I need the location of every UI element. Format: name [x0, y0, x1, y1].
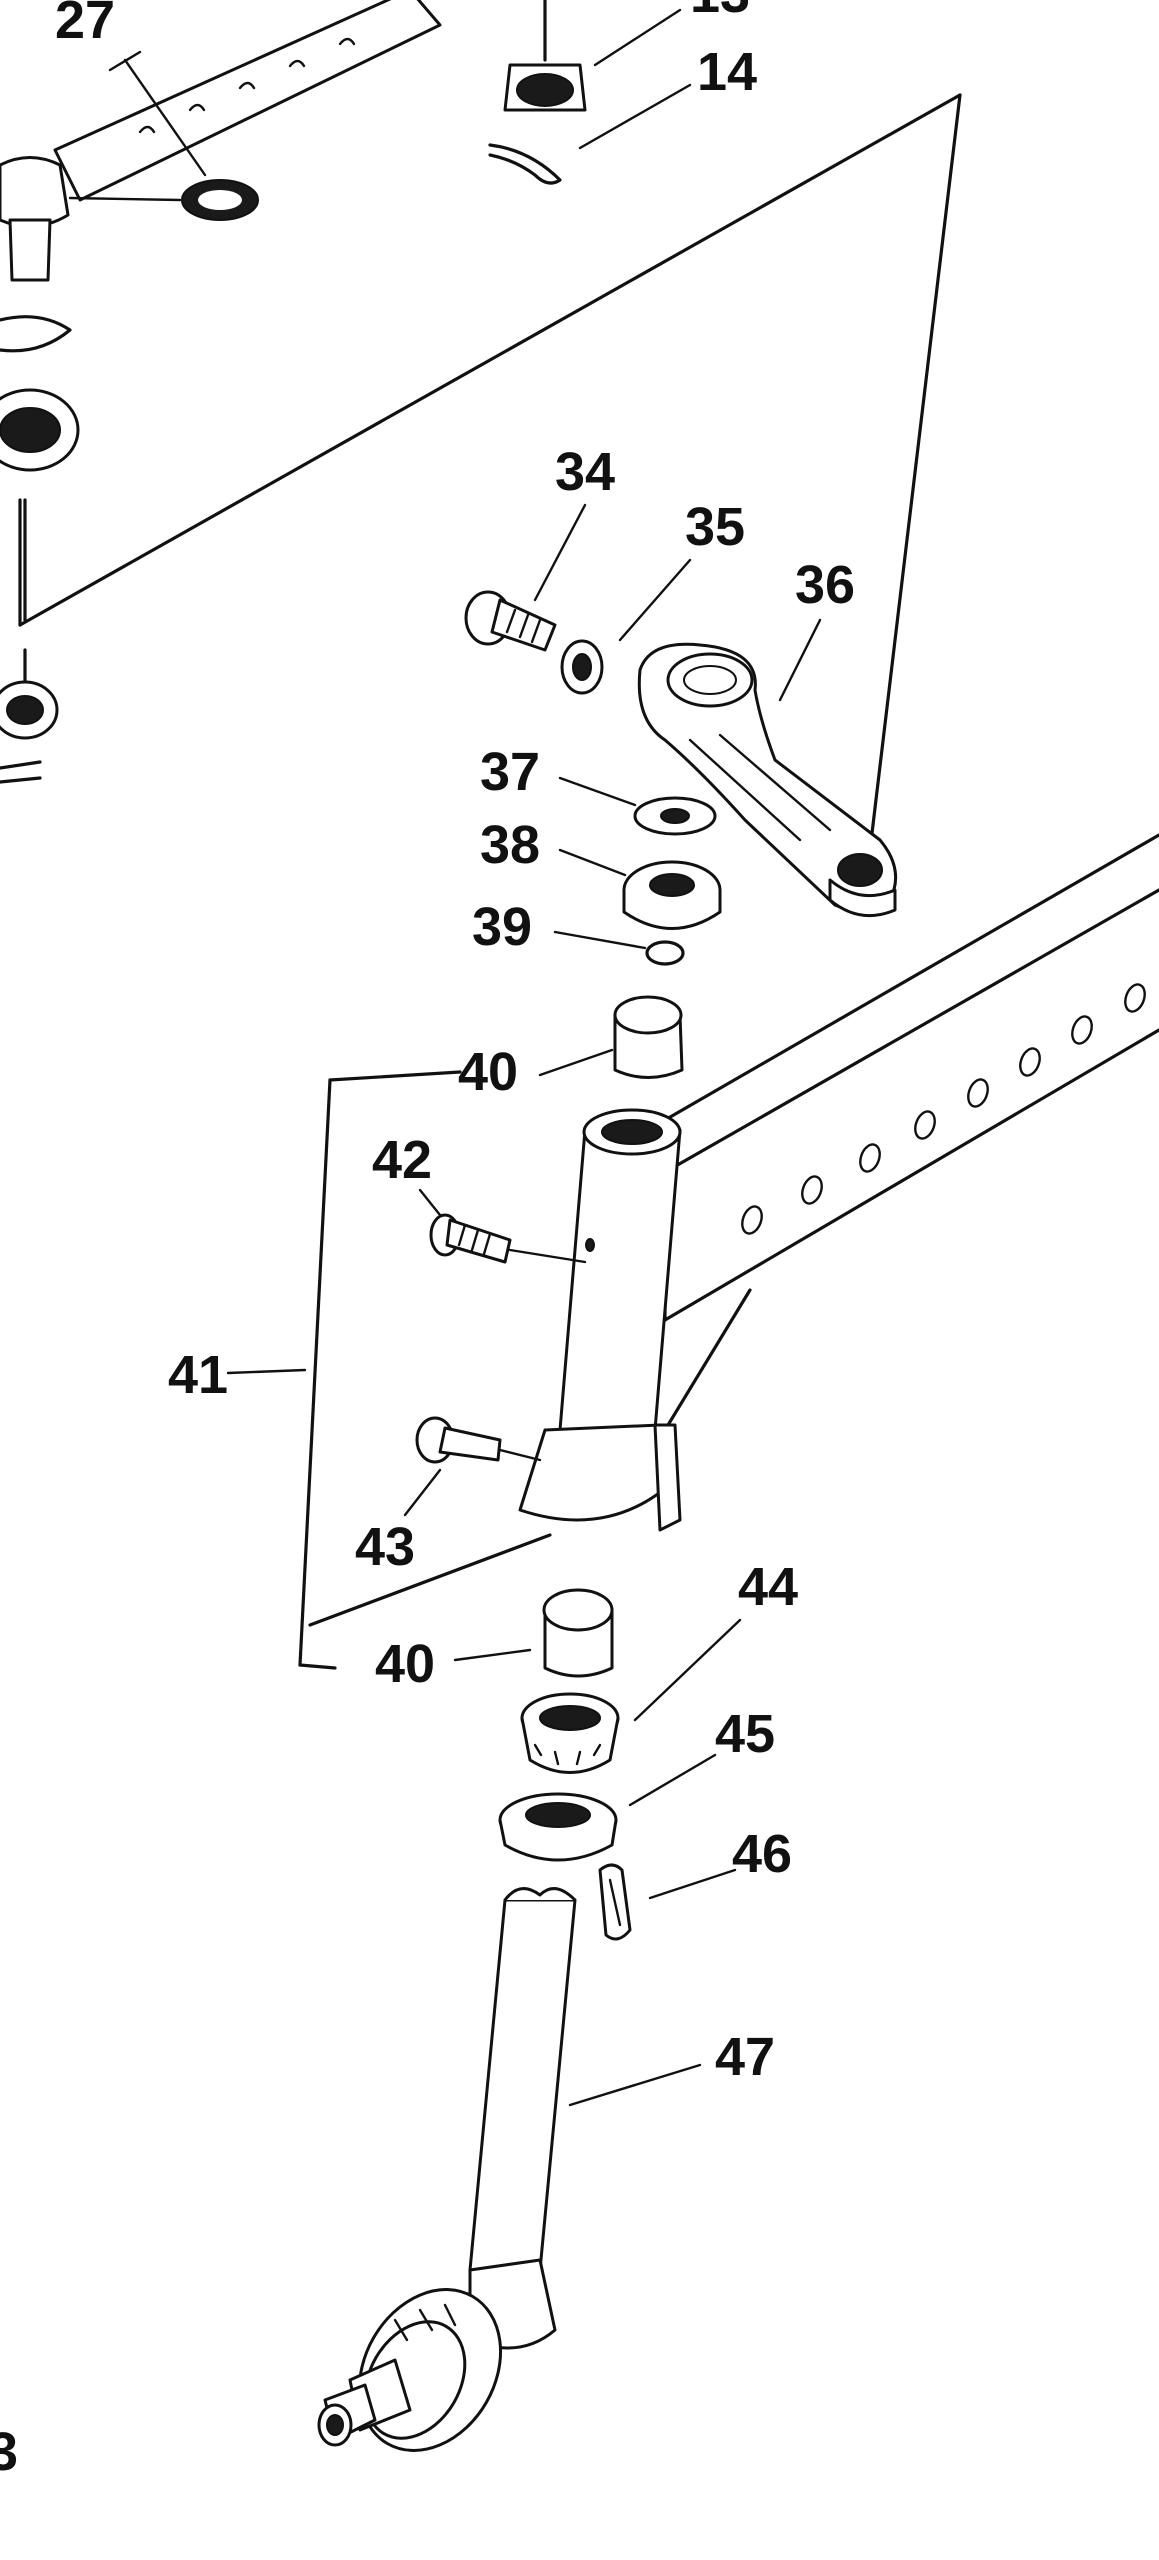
bearing-cup-45: [498, 1792, 618, 1862]
spindle-housing: [298, 995, 684, 1670]
callout-46: 46: [732, 1824, 792, 1884]
axle-beam: [658, 833, 1159, 1432]
callout-27: 27: [55, 0, 115, 50]
callout-47: 47: [715, 2027, 775, 2087]
callout-35: 35: [685, 497, 745, 557]
page-edge-mark: 3: [0, 2422, 18, 2482]
key-46: [598, 1863, 632, 1941]
callout-40-upper: 40: [458, 1042, 518, 1102]
grease-fitting: [68, 179, 259, 221]
assembly-bracket-lines: [18, 93, 962, 852]
callout-40-lower: 40: [375, 1634, 435, 1694]
steering-arm-group: [464, 590, 898, 966]
callout-42: 42: [372, 1130, 432, 1190]
bearing-38: [622, 860, 722, 930]
spindle-47: [317, 1887, 577, 2452]
callout-45: 45: [715, 1704, 775, 1764]
callout-37: 37: [480, 742, 540, 802]
bushing-40-lower: [542, 1588, 614, 1678]
tie-rod-assembly: [0, 0, 442, 784]
callout-36: 36: [795, 555, 855, 615]
callout-39: 39: [472, 897, 532, 957]
callout-34: 34: [555, 442, 615, 502]
bolt-34: [464, 590, 557, 652]
callout-14: 14: [697, 42, 757, 102]
lower-spindle-parts: [317, 1588, 742, 2452]
callout-leaders: [226, 503, 822, 1375]
callout-38: 38: [480, 815, 540, 875]
steering-arm-36: [637, 642, 898, 918]
bearing-cone-44: [520, 1692, 620, 1774]
bolt-42: [418, 1188, 587, 1264]
callout-41: 41: [168, 1345, 228, 1405]
callout-43: 43: [355, 1517, 415, 1577]
callout-13: 13: [690, 0, 750, 24]
callout-44: 44: [738, 1557, 798, 1617]
callout-numbers: 27 13 14 34 35 36 37 38 39 40 42 41 43 4…: [0, 0, 855, 2482]
bushing-40-upper: [613, 995, 684, 1079]
top-nut-and-cotter-pin: [488, 0, 692, 185]
bolt-43: [403, 1416, 542, 1517]
